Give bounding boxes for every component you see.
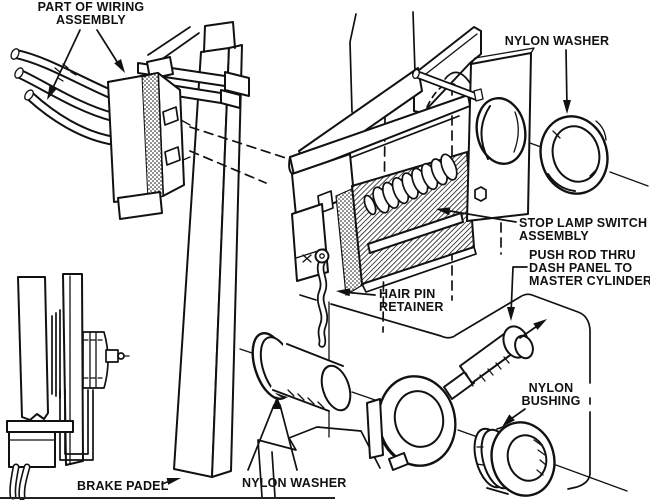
label-push-rod-line2: DASH PANEL TO xyxy=(529,261,632,275)
arrow-to-hairpin xyxy=(336,288,351,297)
label-nylon-bushing-line1: NYLON xyxy=(529,381,574,395)
label-nylon-washer-top: NYLON WASHER xyxy=(505,34,610,114)
brake-pedal-arm xyxy=(173,21,243,478)
label-part-of-wiring-line1: PART OF WIRING xyxy=(38,0,145,14)
push-rod xyxy=(366,325,534,471)
switch-spring xyxy=(363,153,458,216)
label-nylon-washer-bottom-text: NYLON WASHER xyxy=(242,476,347,490)
label-part-of-wiring-line2: ASSEMBLY xyxy=(56,13,126,27)
dash-panel-outline xyxy=(257,293,591,498)
arrow-to-pedal xyxy=(166,478,181,485)
nylon-bushing-part xyxy=(473,421,556,497)
label-part-of-wiring: PART OF WIRING ASSEMBLY xyxy=(38,0,145,100)
label-push-rod: PUSH ROD THRU DASH PANEL TO MASTER CYLIN… xyxy=(507,248,650,339)
label-brake-pedal-text: BRAKE PADEL xyxy=(77,479,169,493)
arrow-to-washer-top xyxy=(563,100,571,114)
label-nylon-bushing: NYLON BUSHING xyxy=(502,381,580,427)
arrow-to-rod-end xyxy=(507,307,515,321)
label-hair-pin-line1: HAIR PIN xyxy=(379,287,435,301)
arrow-to-switch xyxy=(436,207,451,216)
arrow-to-wires xyxy=(47,85,57,100)
label-hair-pin: HAIR PIN RETAINER xyxy=(336,287,444,314)
label-stop-lamp-line1: STOP LAMP SWITCH xyxy=(519,216,647,230)
labels-and-arrows: PART OF WIRING ASSEMBLY NYLON WASHER STO… xyxy=(38,0,650,493)
wiring-harness xyxy=(10,48,120,146)
cross-pin xyxy=(412,68,484,102)
mounting-plate xyxy=(466,47,535,222)
stop-lamp-switch xyxy=(335,150,477,297)
arrow-to-bushing xyxy=(502,414,515,427)
inset-assembled-view xyxy=(6,273,130,500)
wiring-connector xyxy=(107,56,191,220)
arrow-to-washer-bottom xyxy=(272,396,282,409)
label-stop-lamp-line2: ASSEMBLY xyxy=(519,229,589,243)
label-nylon-bushing-line2: BUSHING xyxy=(521,394,580,408)
arrow-rod-direction xyxy=(533,319,547,330)
label-push-rod-line1: PUSH ROD THRU xyxy=(529,248,636,262)
label-stop-lamp-switch: STOP LAMP SWITCH ASSEMBLY xyxy=(436,207,647,243)
label-brake-pedal: BRAKE PADEL xyxy=(77,478,181,493)
label-hair-pin-line2: RETAINER xyxy=(379,300,444,314)
label-nylon-washer-bottom: NYLON WASHER xyxy=(242,396,347,490)
nylon-washer-top-ring xyxy=(539,115,609,195)
hair-pin-retainer xyxy=(314,248,330,348)
arrow-to-connector xyxy=(114,59,125,73)
label-push-rod-line3: MASTER CYLINDER xyxy=(529,274,650,288)
pedal-pin-and-washer xyxy=(251,301,352,438)
label-nylon-washer-top-text: NYLON WASHER xyxy=(505,34,610,48)
